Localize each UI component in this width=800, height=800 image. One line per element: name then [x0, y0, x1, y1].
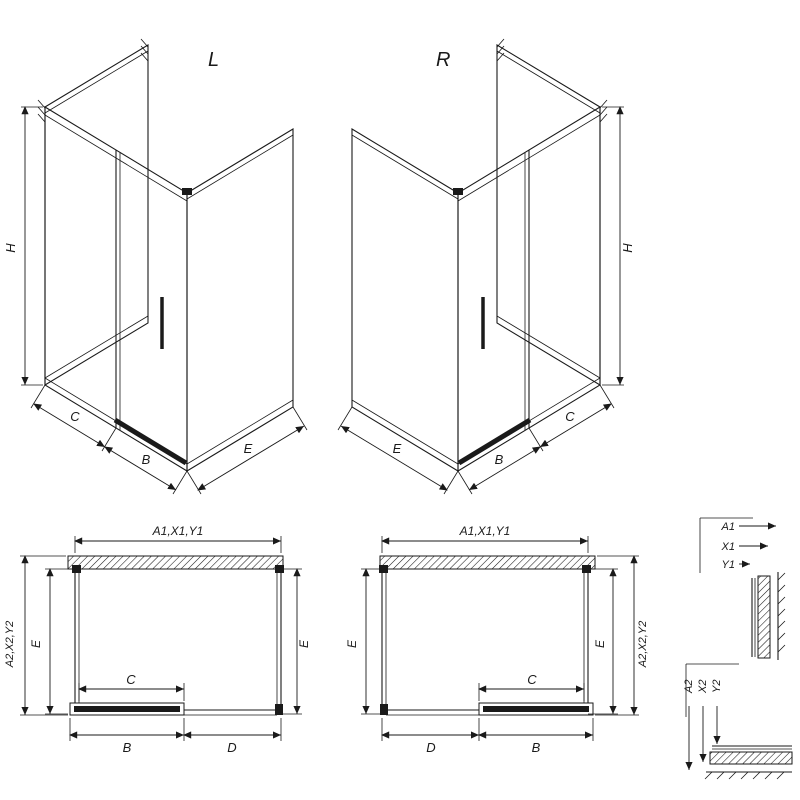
iso-right-dim-front: C B	[457, 384, 615, 495]
plan-left-dim-depth-left: E	[29, 568, 73, 715]
iso-left-wall-hatch-back	[140, 38, 149, 62]
plan-right-dim-depth-right-label: E	[593, 639, 607, 648]
plan-left-dim-depth-left-label: E	[29, 639, 43, 648]
iso-right-view: R H	[337, 38, 635, 495]
plan-right-dim-depth-left-label: E	[345, 639, 359, 648]
plan-right-view: A1,X1,Y1 C D B	[345, 524, 649, 755]
plan-left-corner-cap	[275, 704, 283, 715]
iso-left-view: L H	[3, 38, 308, 495]
detail-bottom-dim3-label: Y2	[711, 680, 723, 693]
iso-right-top-rail-back	[496, 50, 601, 114]
iso-left-dim-height-label: H	[3, 243, 18, 253]
plan-left-dim-opening: C	[78, 672, 185, 701]
iso-left-side-panel-left	[44, 44, 149, 386]
iso-left-top-rail-back	[44, 50, 149, 114]
plan-left-dim-depth-outer: A2,X2,Y2	[4, 555, 68, 716]
iso-right-dim-b-label: B	[495, 452, 504, 467]
plan-right-corner-cap	[380, 704, 388, 715]
iso-right-dim-side: E	[337, 406, 459, 495]
plan-right-dim-depth-outer: A2,X2,Y2	[595, 555, 649, 716]
detail-top-dim3-label: Y1	[722, 559, 735, 571]
plan-left-wall-bar	[67, 555, 284, 570]
plan-right-dim-width-label: A1,X1,Y1	[459, 524, 511, 538]
plan-left-dim-depth-right-label: E	[297, 639, 311, 648]
iso-left-bottom-sill-back	[44, 315, 149, 379]
plan-right-dim-opening-label: C	[527, 672, 537, 687]
detail-top-wall-hatch	[777, 572, 786, 653]
iso-left-dim-front: C B	[30, 384, 188, 495]
iso-right-side-panel-left	[351, 128, 459, 472]
plan-left-dim-depth-right: E	[281, 568, 311, 715]
plan-right-dim-depth-outer-label: A2,X2,Y2	[637, 621, 649, 668]
iso-left-dim-side: E	[186, 406, 308, 495]
iso-right-dim-c-label: C	[565, 409, 575, 424]
plan-left-wall-profile-left	[72, 565, 81, 573]
iso-right-top-rail-side	[351, 134, 459, 200]
variant-left-label: L	[208, 49, 219, 71]
iso-right-wall-hatch-front	[599, 99, 608, 123]
plan-right-dim-depth-right: E	[588, 568, 618, 715]
detail-bottom-dim1-label: A2	[683, 680, 695, 694]
iso-right-bottom-sill-side	[351, 399, 459, 465]
plan-right-dim-depth-left: E	[345, 568, 382, 715]
iso-left-dim-b-label: B	[142, 452, 151, 467]
iso-left-top-rail-side	[186, 134, 294, 200]
iso-left-wall-hatch-front	[37, 99, 46, 123]
iso-right-side-panel-right	[496, 44, 601, 386]
plan-left-view: A1,X1,Y1 C B D	[4, 524, 311, 755]
iso-left-door-track	[113, 417, 188, 466]
iso-left-dim-e-label: E	[244, 441, 253, 456]
plan-right-dim-fixed-label: D	[426, 740, 435, 755]
plan-right-wall-profile-left	[379, 565, 388, 573]
iso-right-dim-height-label: H	[620, 243, 635, 253]
iso-right-wall-hatch-back	[496, 38, 505, 62]
detail-top-dim1-label: A1	[721, 521, 735, 533]
plan-right-dim-opening: C	[478, 672, 585, 701]
plan-left-dim-opening-label: C	[126, 672, 136, 687]
plan-left-dim-depth-outer-label: A2,X2,Y2	[4, 621, 16, 668]
detail-bottom-wall-hatch	[704, 771, 785, 780]
iso-left-bottom-sill-side	[186, 399, 294, 465]
plan-right-wall-profile-right	[582, 565, 591, 573]
iso-right-dim-height: H	[602, 106, 635, 386]
detail-bottom-dim2-label: X2	[697, 680, 709, 694]
iso-right-bottom-sill-back	[496, 315, 601, 379]
plan-left-dim-door-label: B	[123, 740, 132, 755]
plan-left-dim-fixed-label: D	[227, 740, 236, 755]
plan-left-dim-width: A1,X1,Y1	[74, 524, 282, 553]
detail-top-wall-profile	[757, 575, 771, 659]
plan-right-sliding-door	[483, 706, 589, 712]
iso-left-dim-height: H	[3, 106, 43, 386]
iso-right-corner-cap	[453, 188, 463, 195]
detail-bottom-wall-profile	[709, 751, 793, 765]
iso-right-dim-e-label: E	[393, 441, 402, 456]
plan-left-dim-width-label: A1,X1,Y1	[152, 524, 204, 538]
plan-right-dim-bottom: D B	[381, 718, 594, 755]
iso-left-side-panel-right	[186, 128, 294, 472]
plan-right-wall-bar	[379, 555, 596, 570]
plan-left-wall-profile-right	[275, 565, 284, 573]
iso-left-dim-c-label: C	[70, 409, 80, 424]
detail-bottom-view: A2 X2 Y2	[683, 663, 793, 780]
iso-left-corner-cap	[182, 188, 192, 195]
plan-left-dim-bottom: B D	[69, 718, 282, 755]
plan-right-dim-width: A1,X1,Y1	[381, 524, 589, 553]
variant-right-label: R	[436, 49, 450, 71]
detail-top-view: A1 X1 Y1	[699, 517, 786, 660]
plan-right-dim-door-label: B	[532, 740, 541, 755]
plan-left-sliding-door	[74, 706, 180, 712]
detail-top-dim2-label: X1	[721, 541, 735, 553]
